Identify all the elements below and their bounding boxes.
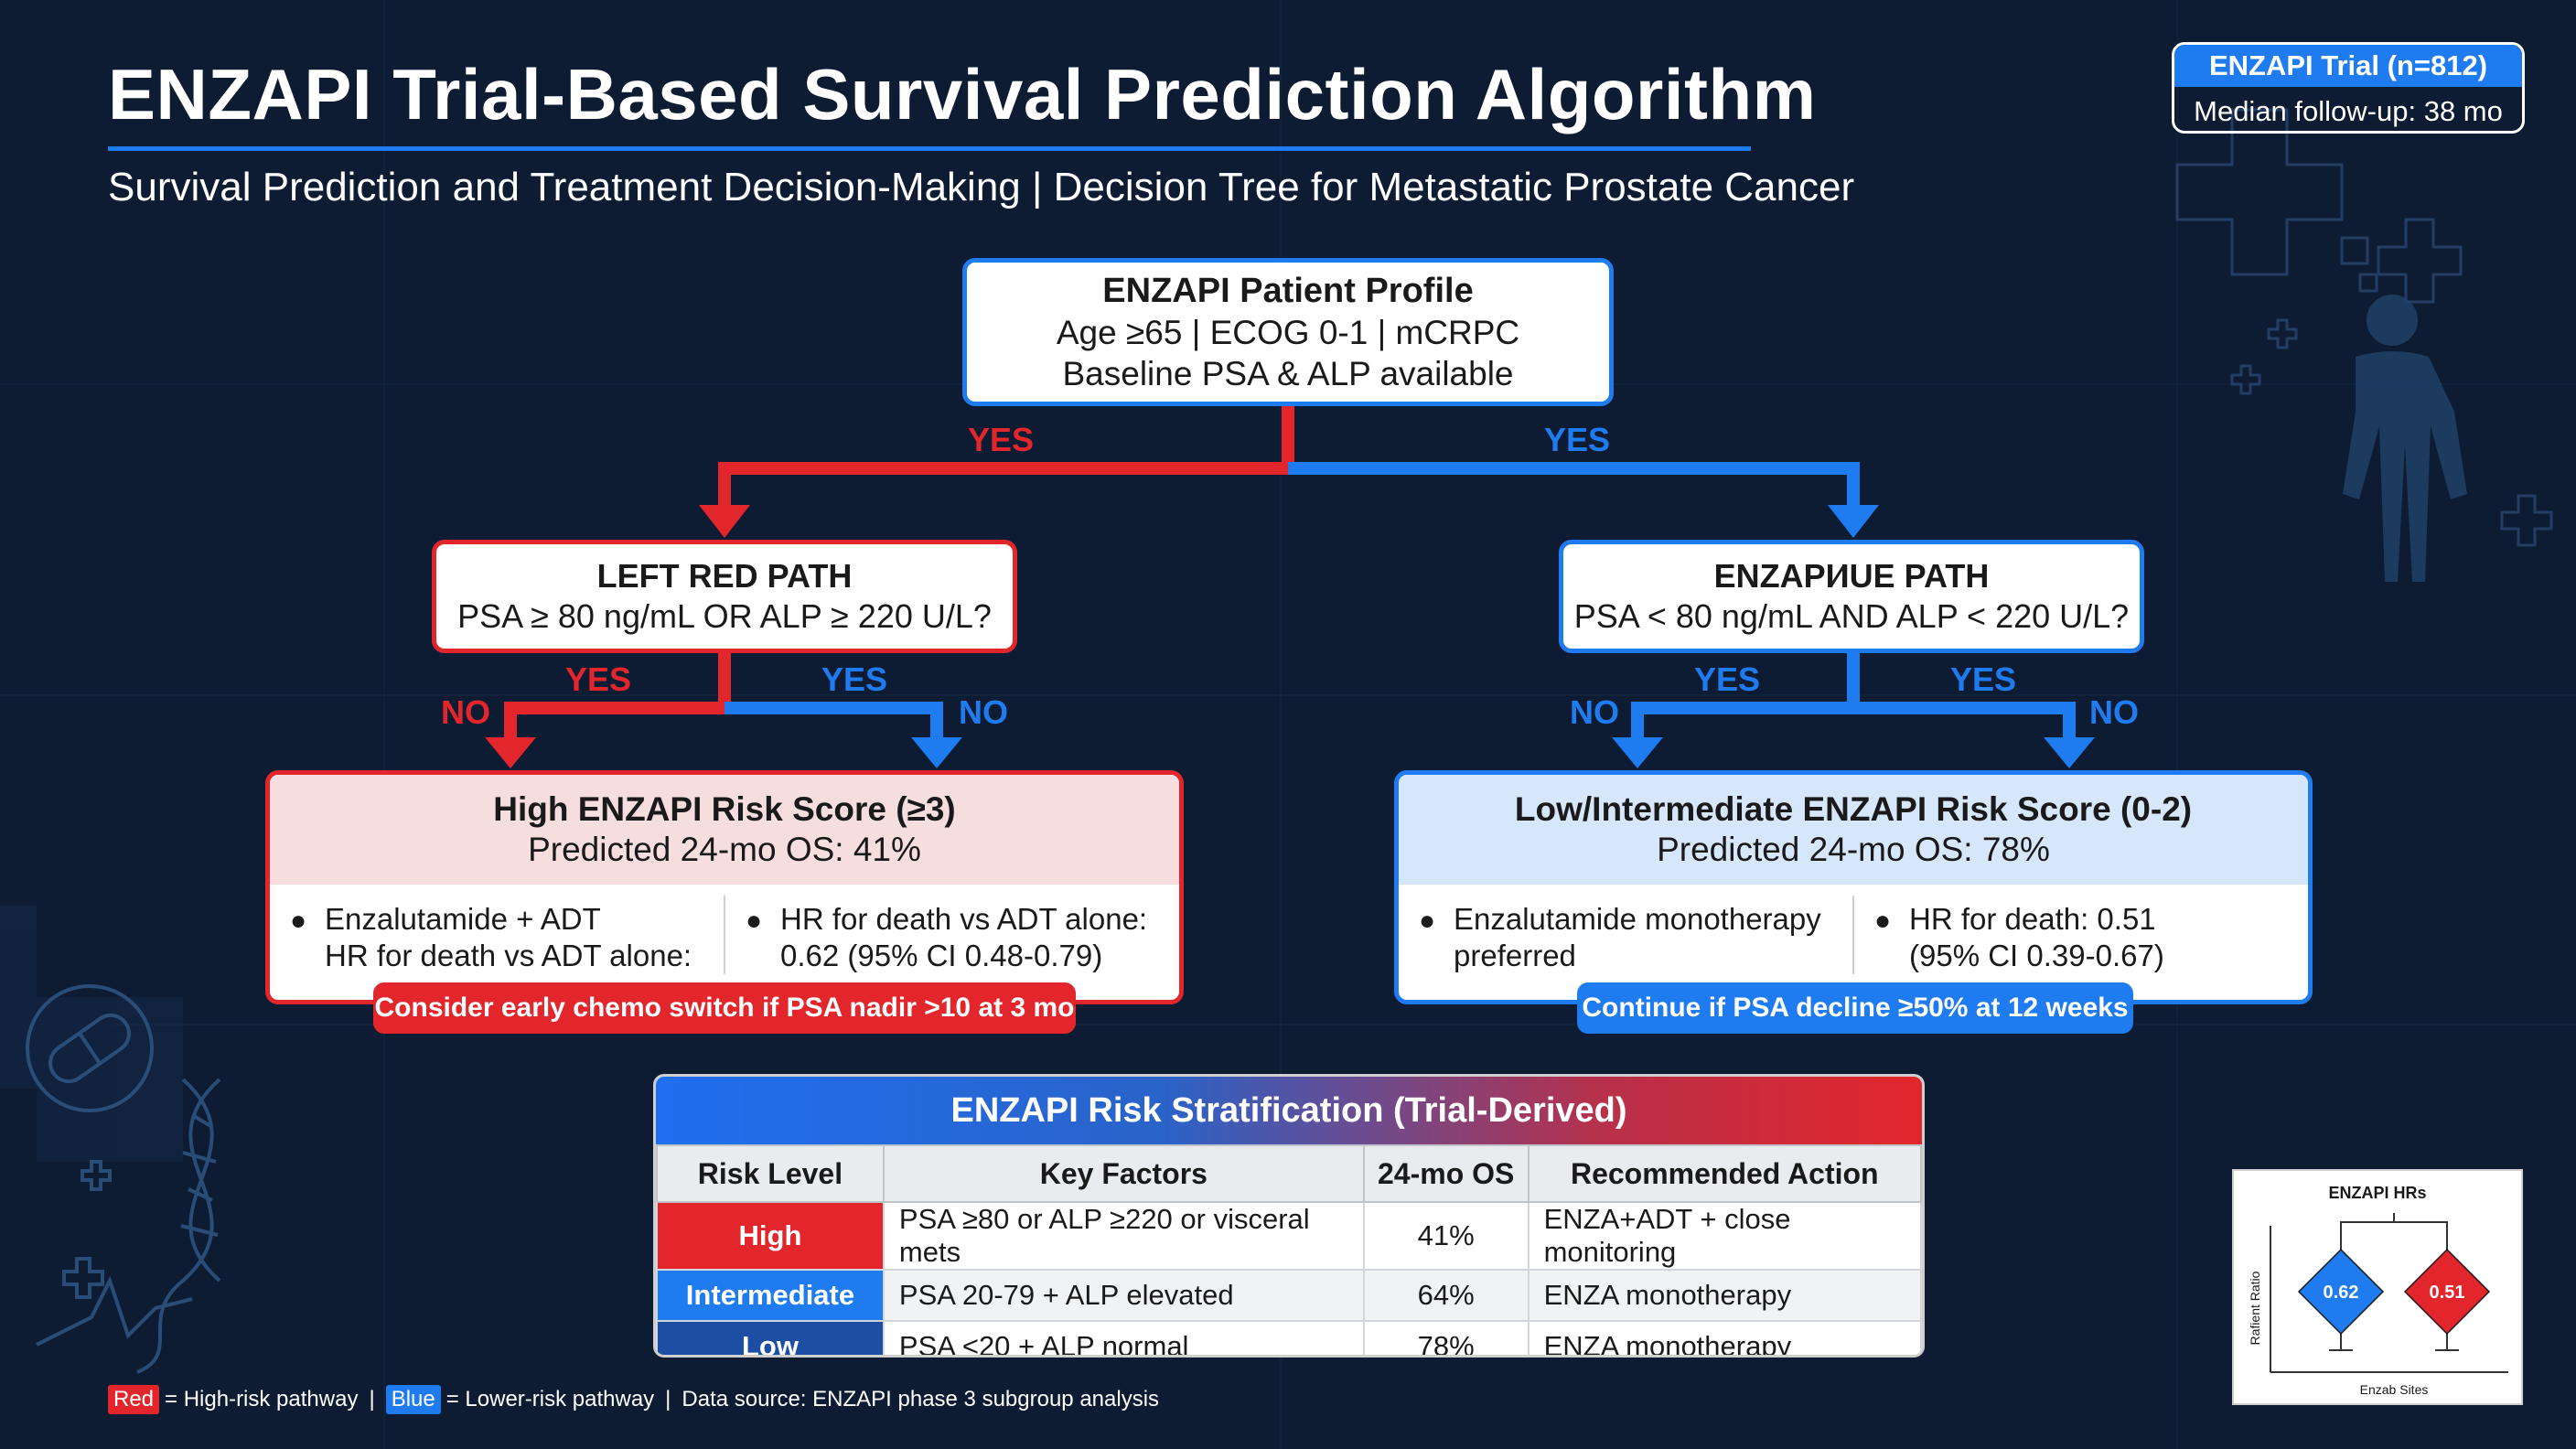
key-factors-cell: PSA <20 + ALP normal bbox=[882, 1320, 1365, 1355]
trial-info-badge: ENZAPI Trial (n=812) Median follow-up: 3… bbox=[2172, 42, 2525, 134]
risk-level-cell: Low bbox=[656, 1320, 885, 1355]
dna-icon bbox=[36, 1078, 221, 1374]
human-silhouette-icon bbox=[2343, 295, 2467, 582]
mini-hr-chart: ENZAPI HRs Rafient Ratio Enzab Sites 0.6… bbox=[2232, 1169, 2523, 1405]
color-legend: Red = High-risk pathway | Blue = Lower-r… bbox=[108, 1385, 1159, 1414]
action-cell: ENZA monotherapy bbox=[1527, 1320, 1922, 1355]
mini-chart-xlabel: Enzab Sites bbox=[2360, 1382, 2429, 1397]
table-row: Low PSA <20 + ALP normal 78% ENZA monoth… bbox=[656, 1320, 1922, 1355]
low-risk-result-header: Low/Intermediate ENZAPI Risk Score (0-2)… bbox=[1399, 775, 2308, 885]
action-cell: ENZA+ADT + close monitoring bbox=[1527, 1201, 1922, 1271]
risk-level-cell: High bbox=[656, 1201, 885, 1271]
right-question-title: ENZAPI⁄IUE PATH bbox=[1713, 557, 1990, 595]
risk-stratification-table: ENZAPI Risk Stratification (Trial-Derive… bbox=[653, 1074, 1925, 1358]
trial-followup-label: Median follow-up: 38 mo bbox=[2194, 95, 2503, 127]
high-risk-result-node: High ENZAPI Risk Score (≥3) Predicted 24… bbox=[265, 770, 1184, 1004]
low-risk-note: Continue if PSA decline ≥50% at 12 weeks bbox=[1577, 982, 2133, 1034]
column-header: 24-mo OS bbox=[1362, 1144, 1530, 1203]
high-risk-note: Consider early chemo switch if PSA nadir… bbox=[373, 982, 1076, 1034]
low-risk-bullet-2: ● HR for death: 0.51 (95% CI 0.39-0.67) bbox=[1852, 896, 2308, 974]
hr-value-left: 0.62 bbox=[2324, 1283, 2359, 1303]
bullet-icon: ● bbox=[1874, 906, 1892, 936]
blue-legend-text: = Lower-risk pathway bbox=[445, 1387, 655, 1411]
high-risk-title: High ENZAPI Risk Score (≥3) bbox=[493, 790, 956, 828]
table-row: High PSA ≥80 or ALP ≥220 or visceral met… bbox=[656, 1201, 1922, 1271]
table-title: ENZAPI Risk Stratification (Trial-Derive… bbox=[656, 1077, 1922, 1144]
trial-size-label: ENZAPI Trial (n=812) bbox=[2174, 45, 2522, 87]
mini-hr-chart-svg: ENZAPI HRs Rafient Ratio Enzab Sites 0.6… bbox=[2248, 1184, 2508, 1397]
mini-chart-title: ENZAPI HRs bbox=[2328, 1184, 2426, 1202]
branch-label-right-no-a: NO bbox=[1570, 693, 1619, 731]
profile-criteria: Age ≥65 | ECOG 0-1 | mCRPC bbox=[1056, 314, 1520, 351]
left-question-node: LEFT RED PATH PSA ≥ 80 ng/mL OR ALP ≥ 22… bbox=[432, 540, 1017, 653]
high-risk-os: Predicted 24-mo OS: 41% bbox=[528, 831, 921, 868]
patient-profile-node: ENZAPI Patient Profile Age ≥65 | ECOG 0-… bbox=[962, 258, 1614, 406]
os-cell: 64% bbox=[1362, 1269, 1530, 1322]
blue-legend-chip: Blue bbox=[385, 1385, 441, 1414]
risk-level-cell: Intermediate bbox=[656, 1269, 885, 1322]
stratification-grid: Risk Level Key Factors 24-mo OS Recommen… bbox=[656, 1144, 1922, 1355]
column-header: Recommended Action bbox=[1527, 1144, 1922, 1203]
medical-cross-icon bbox=[2175, 108, 2463, 304]
branch-label-left-yes-b: YES bbox=[821, 660, 888, 698]
branch-label-top-left: YES bbox=[968, 421, 1035, 458]
hr-marker-left bbox=[2297, 1248, 2385, 1336]
red-legend-text: = High-risk pathway bbox=[165, 1387, 359, 1411]
left-question-title: LEFT RED PATH bbox=[596, 557, 853, 595]
profile-availability: Baseline PSA & ALP available bbox=[1062, 355, 1514, 392]
os-cell: 78% bbox=[1362, 1320, 1530, 1355]
branch-label-left-yes-a: YES bbox=[565, 660, 632, 698]
right-question-node: ENZAPI⁄IUE PATH PSA < 80 ng/mL AND ALP <… bbox=[1559, 540, 2144, 653]
hr-marker-right bbox=[2403, 1248, 2491, 1336]
branch-label-right-yes-a: YES bbox=[1694, 660, 1761, 698]
title-underline bbox=[108, 146, 1751, 151]
profile-title: ENZAPI Patient Profile bbox=[1102, 272, 1474, 310]
low-risk-title: Low/Intermediate ENZAPI Risk Score (0-2) bbox=[1514, 790, 2193, 828]
left-question-text: PSA ≥ 80 ng/mL OR ALP ≥ 220 U/L? bbox=[457, 597, 992, 635]
mini-chart-ylabel: Rafient Ratio bbox=[2248, 1271, 2262, 1345]
branch-label-left-no-a: NO bbox=[441, 693, 490, 731]
data-source-text: Data source: ENZAPI phase 3 subgroup ana… bbox=[682, 1387, 1160, 1411]
bullet-icon: ● bbox=[746, 906, 763, 936]
branch-label-right-no-b: NO bbox=[2089, 693, 2139, 731]
high-risk-bullet-2: ● HR for death vs ADT alone: 0.62 (95% C… bbox=[724, 896, 1179, 974]
key-factors-cell: PSA ≥80 or ALP ≥220 or visceral mets bbox=[882, 1201, 1365, 1271]
branch-label-top-right: YES bbox=[1544, 421, 1611, 458]
red-legend-chip: Red bbox=[108, 1385, 160, 1414]
bullet-icon: ● bbox=[1419, 906, 1436, 936]
branch-label-left-no-b: NO bbox=[959, 693, 1008, 731]
high-risk-result-header: High ENZAPI Risk Score (≥3) Predicted 24… bbox=[270, 775, 1179, 885]
pill-icon bbox=[26, 984, 154, 1112]
os-cell: 41% bbox=[1362, 1201, 1530, 1271]
bullet-icon: ● bbox=[290, 906, 307, 936]
page-subtitle: Survival Prediction and Treatment Decisi… bbox=[108, 165, 1855, 209]
right-question-text: PSA < 80 ng/mL AND ALP < 220 U/L? bbox=[1573, 597, 2130, 635]
table-header-row: Risk Level Key Factors 24-mo OS Recommen… bbox=[656, 1144, 1922, 1203]
page-title: ENZAPI Trial-Based Survival Prediction A… bbox=[108, 54, 1817, 134]
column-header: Key Factors bbox=[882, 1144, 1365, 1203]
low-risk-bullet-1: ● Enzalutamide monotherapy preferred bbox=[1419, 902, 1821, 972]
low-risk-result-node: Low/Intermediate ENZAPI Risk Score (0-2)… bbox=[1394, 770, 2313, 1004]
high-risk-bullet-1: ● Enzalutamide + ADT HR for death vs ADT… bbox=[290, 902, 692, 972]
key-factors-cell: PSA 20-79 + ALP elevated bbox=[882, 1269, 1365, 1322]
branch-label-right-yes-b: YES bbox=[1950, 660, 2017, 698]
low-risk-os: Predicted 24-mo OS: 78% bbox=[1657, 831, 2050, 868]
hr-value-right: 0.51 bbox=[2430, 1283, 2465, 1303]
table-row: Intermediate PSA 20-79 + ALP elevated 64… bbox=[656, 1269, 1922, 1322]
column-header: Risk Level bbox=[656, 1144, 885, 1203]
action-cell: ENZA monotherapy bbox=[1527, 1269, 1922, 1322]
